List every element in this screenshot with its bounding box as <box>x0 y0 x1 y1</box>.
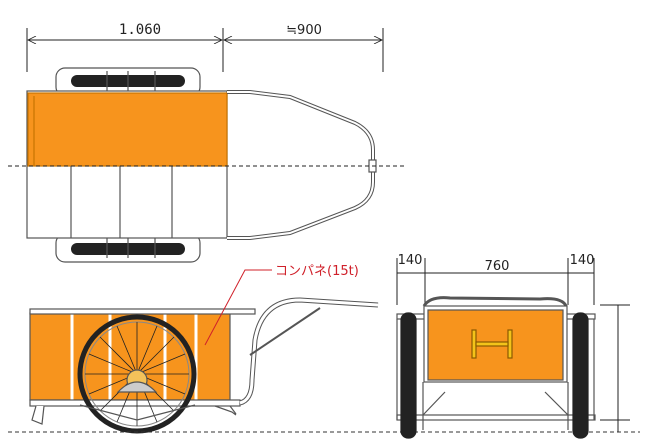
length-dimension-label: 1.060 <box>119 22 161 38</box>
panel-label: コンパネ(15t) <box>275 264 359 279</box>
h-mark <box>471 329 513 359</box>
plywood-panel-top <box>27 92 228 167</box>
panel-callout: コンパネ(15t) <box>204 264 359 346</box>
front-right-tire <box>572 312 589 439</box>
front-left-tire <box>400 312 417 439</box>
handle-dimension-label: ≒900 <box>286 23 322 38</box>
top-dimensions: 1.060 ≒900 <box>26 22 384 72</box>
front-dimensions <box>396 258 630 432</box>
left-width-label: 140 <box>398 253 423 268</box>
center-width-label: 760 <box>485 259 510 274</box>
side-wheel-tire <box>77 314 197 434</box>
right-width-label: 140 <box>570 253 595 268</box>
side-view <box>29 297 379 434</box>
top-view <box>26 67 377 263</box>
front-view <box>396 296 596 439</box>
